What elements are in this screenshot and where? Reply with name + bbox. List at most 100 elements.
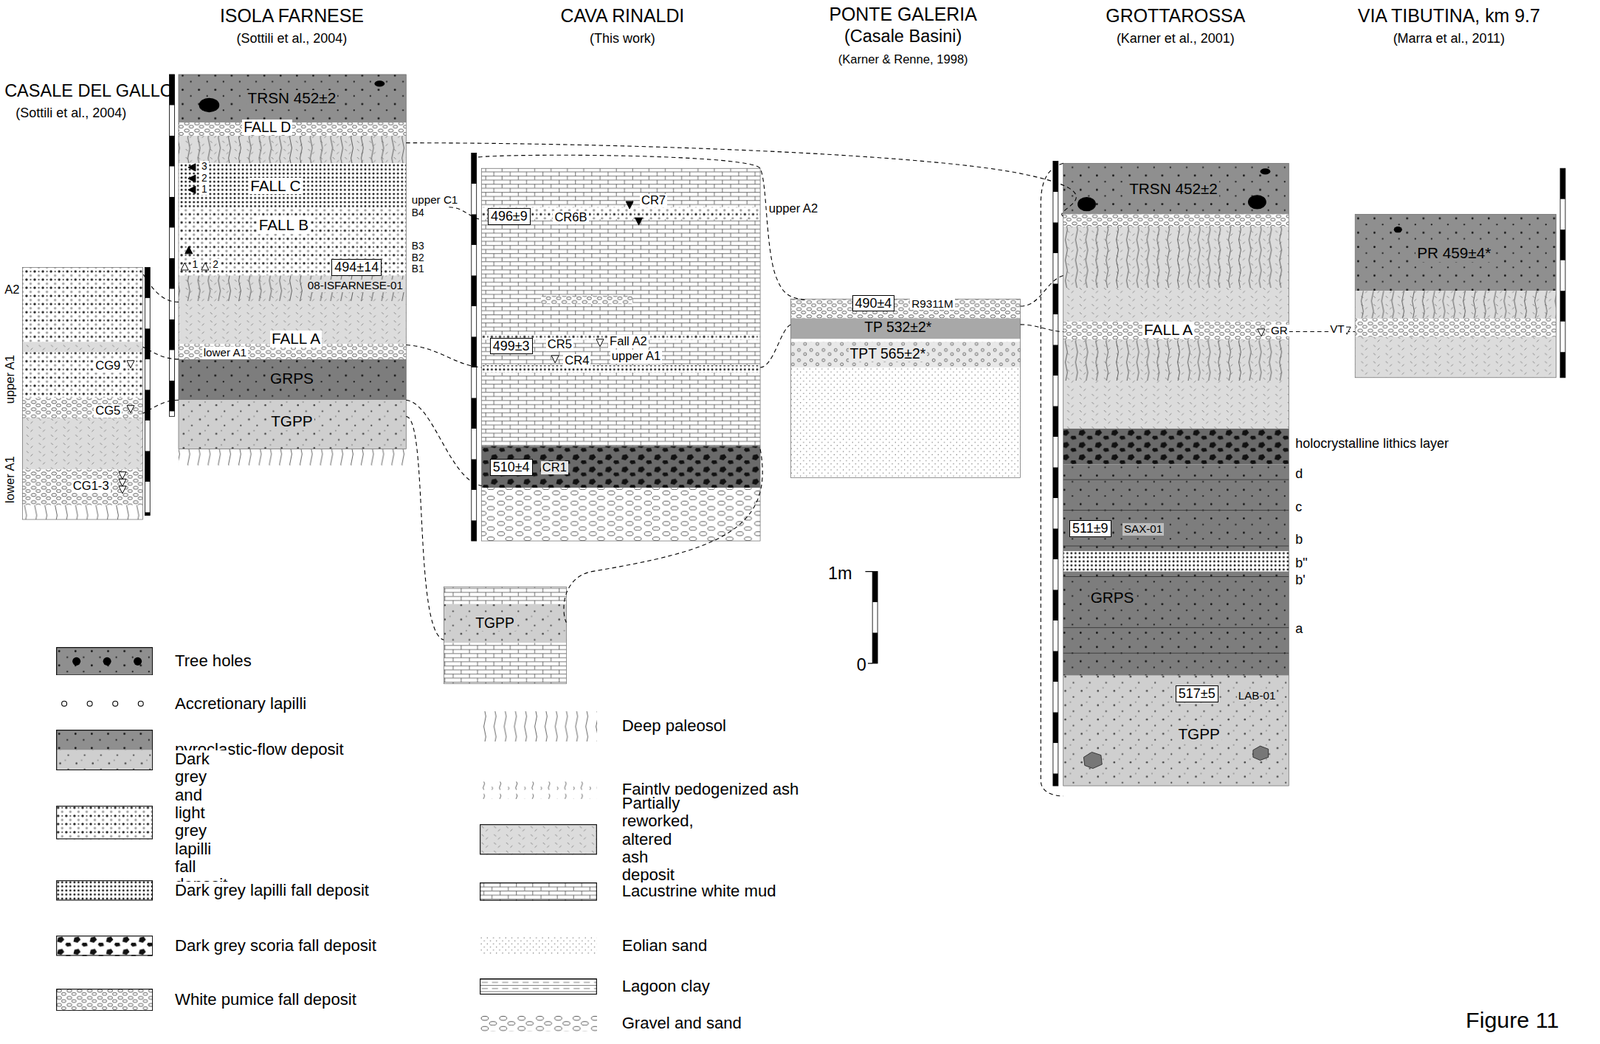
layer-fill [443,586,567,605]
annotation-label: 3 [200,160,209,172]
tree-hole [133,656,142,665]
tree-hole [1247,194,1267,209]
swatch-border [480,883,598,901]
scale-bar [169,74,175,417]
annotation-label: CR6B [552,211,589,225]
scale-segment [471,397,477,429]
date-box: 511±9 [1069,520,1112,538]
accretionary-lapillus [112,701,119,708]
column-outline [443,586,567,684]
layer-name: PR 459±4* [1415,245,1493,262]
layer-fill [1063,163,1290,215]
sample-triangle [118,486,127,494]
layer-fill [178,74,406,123]
swatch-fill [56,729,153,751]
date-box: 499±3 [490,338,533,355]
annotation-label: lower A1 [3,454,17,505]
annotation-label: b" [1293,556,1309,572]
swatch-fill [56,749,153,771]
layer-fill [481,445,761,488]
column-outline [1354,214,1556,378]
layer-name: FALL C [248,177,302,195]
legend-swatch [479,824,598,855]
scale-segment [1053,773,1059,786]
tree-hole [199,98,220,113]
layer-fill [791,318,1021,340]
annotation-label: Fall A2 [608,335,649,349]
section-heading: (This work) [588,31,657,47]
layer-fill [1063,340,1290,381]
lithic-clast [1083,752,1102,769]
scale-segment [169,319,175,350]
column-outline [1063,163,1290,786]
scale-segment [169,258,175,289]
annotation-label: a [1293,622,1305,637]
sample-triangle [126,405,135,414]
annotation-label: CR7 [639,194,668,208]
legend-swatch [479,882,598,902]
layer-art [22,74,1566,797]
swatch-fill [479,1015,598,1032]
swatch-fill [56,805,153,840]
swatch-fill [56,647,153,677]
layer-fill [1063,321,1290,341]
annotation-label: CR5 [546,338,574,352]
layer-band: TPT 565±2* [791,341,1021,368]
legend-swatch [479,978,598,995]
scale-segment [1053,161,1059,192]
swatch-border [56,806,153,840]
layer-fill [481,168,761,446]
tree-hole [1077,197,1096,212]
annotation-label: B2 [410,252,426,264]
annotation-label: lower A1 [202,346,248,360]
scale-bar [144,267,150,516]
layer-fill [22,505,143,520]
layer-fill [178,163,406,209]
annotation-label: A2 [2,283,21,297]
sample-triangle [201,262,209,271]
correlation-line [448,207,482,220]
scale-segment [169,197,175,228]
annotation-label: upper A1 [610,349,662,364]
legend-swatch [56,729,153,771]
scale-segment [1560,168,1566,199]
correlation-line [405,416,444,640]
date-box: 494±14 [331,259,382,277]
layer-fill [1063,226,1290,322]
scale-segment [471,336,477,367]
scale-bar [1053,161,1059,787]
accretionary-lapillus [87,701,93,708]
scale-segment [1053,650,1059,682]
layer-name: TRSN 452±2 [246,90,339,108]
scale-segment [1053,467,1059,498]
date-label: 496±9 [490,208,528,225]
annotation-label: CR1 [540,461,569,475]
annotation-label: CR4 [563,354,591,368]
scale-bar [872,571,878,664]
bedding-line [1063,576,1290,578]
sample-triangle [118,472,127,480]
annotation-label: 1 [200,183,209,195]
section-heading: (Karner et al., 2001) [1115,31,1237,47]
scale-segment [144,389,150,420]
tree-hole [103,656,112,665]
scale-segment [471,459,477,490]
sample-triangle [635,217,643,226]
swatch-fill [479,978,598,995]
annotation-label: 1m [826,564,854,584]
annotation-label: B1 [410,263,426,275]
column-outline [481,168,761,541]
sample-triangle [180,262,189,271]
scale-segment [169,380,175,412]
layer-fill [22,352,143,398]
correlation-line [405,345,482,368]
tree-hole [72,656,81,665]
bedding-line [1063,627,1290,629]
annotation-label: CG9 [93,359,122,373]
layer-name: TPT 565±2* [848,346,928,362]
annotation-label: 0 [855,656,868,676]
layer-fill [791,367,1021,478]
sample-triangle [185,246,193,254]
bedding-line [1063,546,1290,547]
